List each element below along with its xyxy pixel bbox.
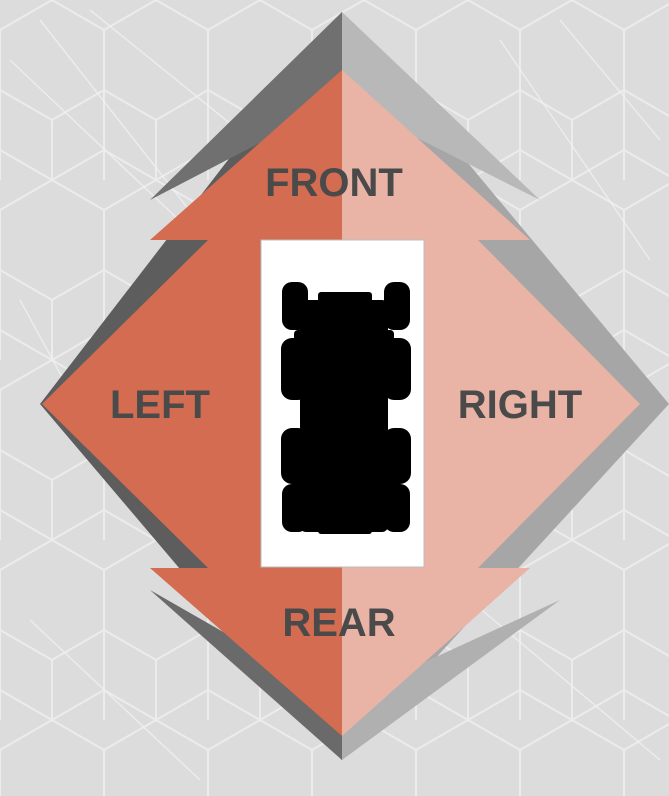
label-left: LEFT [110,383,210,427]
label-front: FRONT [265,161,403,205]
label-rear: REAR [282,601,395,645]
label-right: RIGHT [458,383,582,427]
